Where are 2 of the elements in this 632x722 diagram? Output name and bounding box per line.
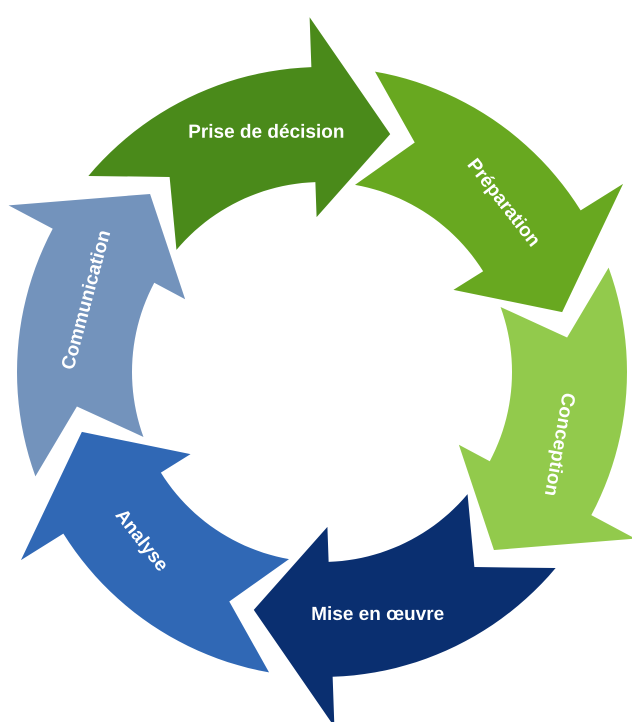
cycle-segment: Conception [458, 268, 632, 550]
cycle-segment: Mise en œuvre [254, 494, 556, 722]
